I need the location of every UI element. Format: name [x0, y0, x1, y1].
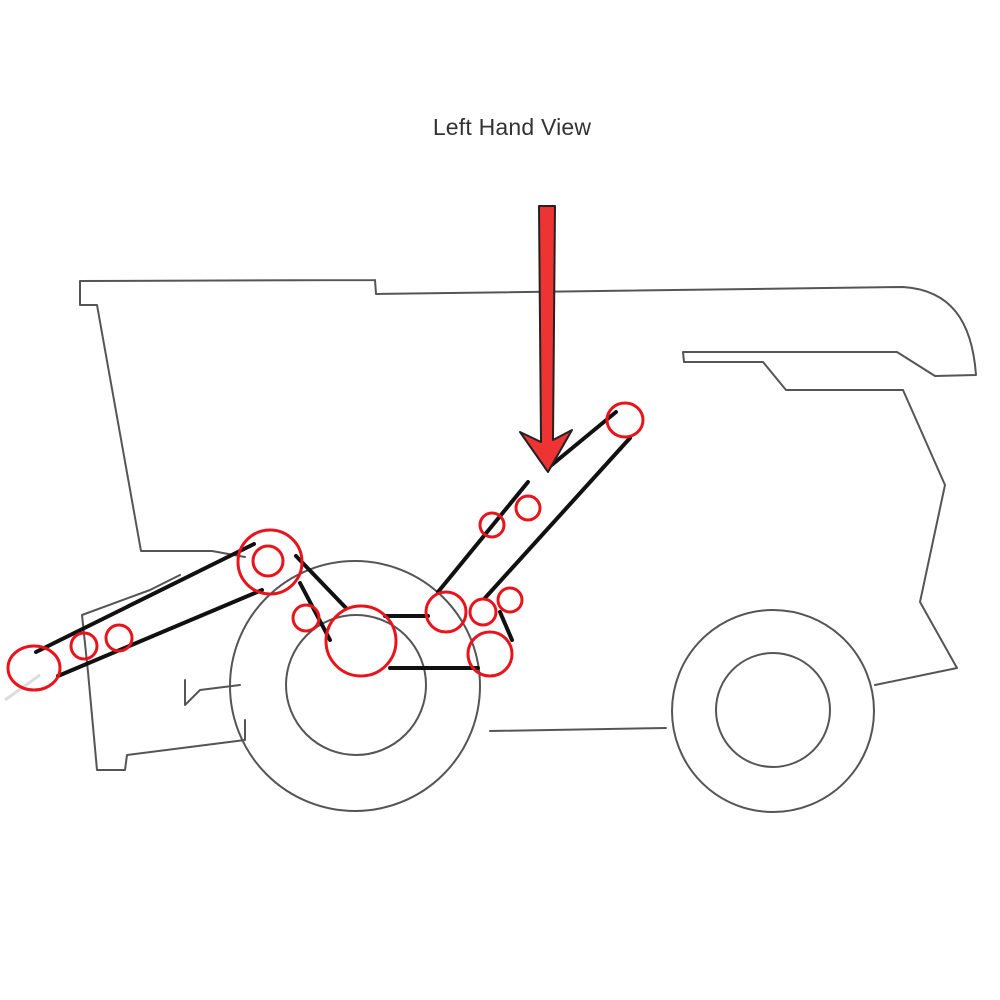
lower-drive-pulley — [466, 630, 514, 678]
belt-line — [546, 410, 618, 470]
rear-wheel-hub — [715, 652, 831, 768]
feeder-lower-edge — [184, 679, 241, 706]
belt-line — [483, 436, 632, 600]
idler-pulley — [69, 631, 99, 661]
header-drive-pulley — [6, 644, 62, 692]
belt-line — [56, 588, 264, 678]
rear-wheel — [671, 609, 875, 813]
feeder-drive-pulley — [236, 528, 304, 596]
feeder-drive-pulley-inner — [251, 544, 285, 578]
belt-line — [498, 610, 514, 642]
idler-pulley — [514, 494, 542, 522]
belt-line — [34, 542, 256, 654]
idler-pulley — [478, 511, 506, 539]
idler-pulley — [104, 623, 134, 653]
down-arrow-icon — [519, 205, 573, 473]
idler-pulley — [496, 586, 524, 614]
combine-outline — [4, 279, 977, 813]
idler-pulley — [468, 597, 498, 627]
belt-line — [294, 554, 348, 610]
pulleys — [6, 401, 645, 692]
combine-body — [79, 279, 977, 771]
belt-line — [298, 581, 332, 642]
upper-drive-pulley — [605, 401, 645, 439]
belt-drive-lines — [34, 410, 632, 678]
view-title: Left Hand View — [432, 114, 592, 140]
jackshaft-pulley — [424, 590, 468, 634]
front-wheel — [229, 560, 481, 812]
idler-pulley — [291, 603, 321, 633]
belt-line — [436, 480, 530, 594]
main-drive-pulley — [324, 604, 398, 678]
front-wheel-hub — [285, 614, 427, 756]
